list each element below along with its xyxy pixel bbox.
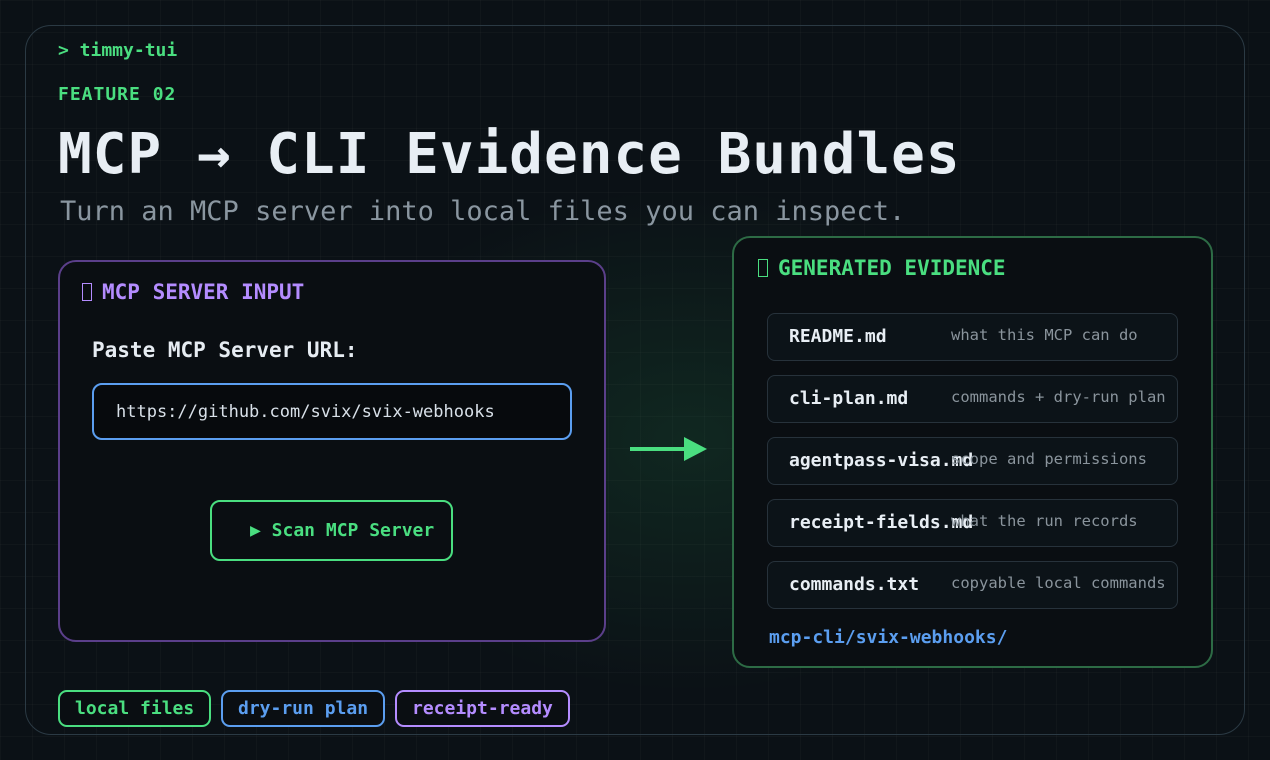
file-name: agentpass-visa.md — [789, 450, 974, 471]
input-panel-heading: MCP SERVER INPUT — [102, 280, 305, 304]
file-item-commands[interactable]: commands.txt copyable local commands — [767, 561, 1178, 609]
scan-mcp-server-button[interactable]: ▶ Scan MCP Server — [210, 500, 453, 561]
generated-evidence-panel: GENERATED EVIDENCE README.md what this M… — [732, 236, 1213, 668]
tag-local-files: local files — [58, 690, 212, 727]
mcp-server-input-panel: MCP SERVER INPUT Paste MCP Server URL: ▶… — [58, 260, 606, 642]
file-description: copyable local commands — [951, 574, 1166, 592]
url-field-label: Paste MCP Server URL: — [92, 338, 358, 362]
file-name: commands.txt — [789, 574, 920, 595]
file-name: receipt-fields.md — [789, 512, 974, 533]
file-item-agentpass-visa[interactable]: agentpass-visa.md scope and permissions — [767, 437, 1178, 485]
evidence-panel-header: GENERATED EVIDENCE — [758, 256, 1006, 280]
file-description: scope and permissions — [951, 450, 1147, 468]
box-icon — [82, 283, 92, 301]
arrow-right-icon — [630, 437, 707, 461]
app-prompt: > timmy-tui — [58, 40, 178, 61]
box-icon — [758, 259, 768, 277]
tag-dry-run-plan: dry-run plan — [221, 690, 386, 727]
input-panel-header: MCP SERVER INPUT — [82, 280, 304, 304]
file-item-cli-plan[interactable]: cli-plan.md commands + dry-run plan — [767, 375, 1178, 423]
evidence-file-list: README.md what this MCP can do cli-plan.… — [767, 313, 1178, 623]
file-description: what this MCP can do — [951, 326, 1138, 344]
file-item-receipt-fields[interactable]: receipt-fields.md what the run records — [767, 499, 1178, 547]
page-title: MCP → CLI Evidence Bundles — [58, 122, 961, 187]
window-frame — [25, 25, 1245, 735]
file-description: what the run records — [951, 512, 1138, 530]
file-item-readme[interactable]: README.md what this MCP can do — [767, 313, 1178, 361]
tag-receipt-ready: receipt-ready — [395, 690, 570, 727]
output-folder-path: mcp-cli/svix-webhooks/ — [769, 627, 1008, 648]
file-name: cli-plan.md — [789, 388, 909, 409]
feature-label: FEATURE 02 — [58, 84, 177, 105]
evidence-panel-heading: GENERATED EVIDENCE — [778, 256, 1006, 280]
page-subtitle: Turn an MCP server into local files you … — [60, 196, 906, 227]
file-description: commands + dry-run plan — [951, 388, 1166, 406]
file-name: README.md — [789, 326, 887, 347]
mcp-url-input[interactable] — [92, 383, 572, 440]
